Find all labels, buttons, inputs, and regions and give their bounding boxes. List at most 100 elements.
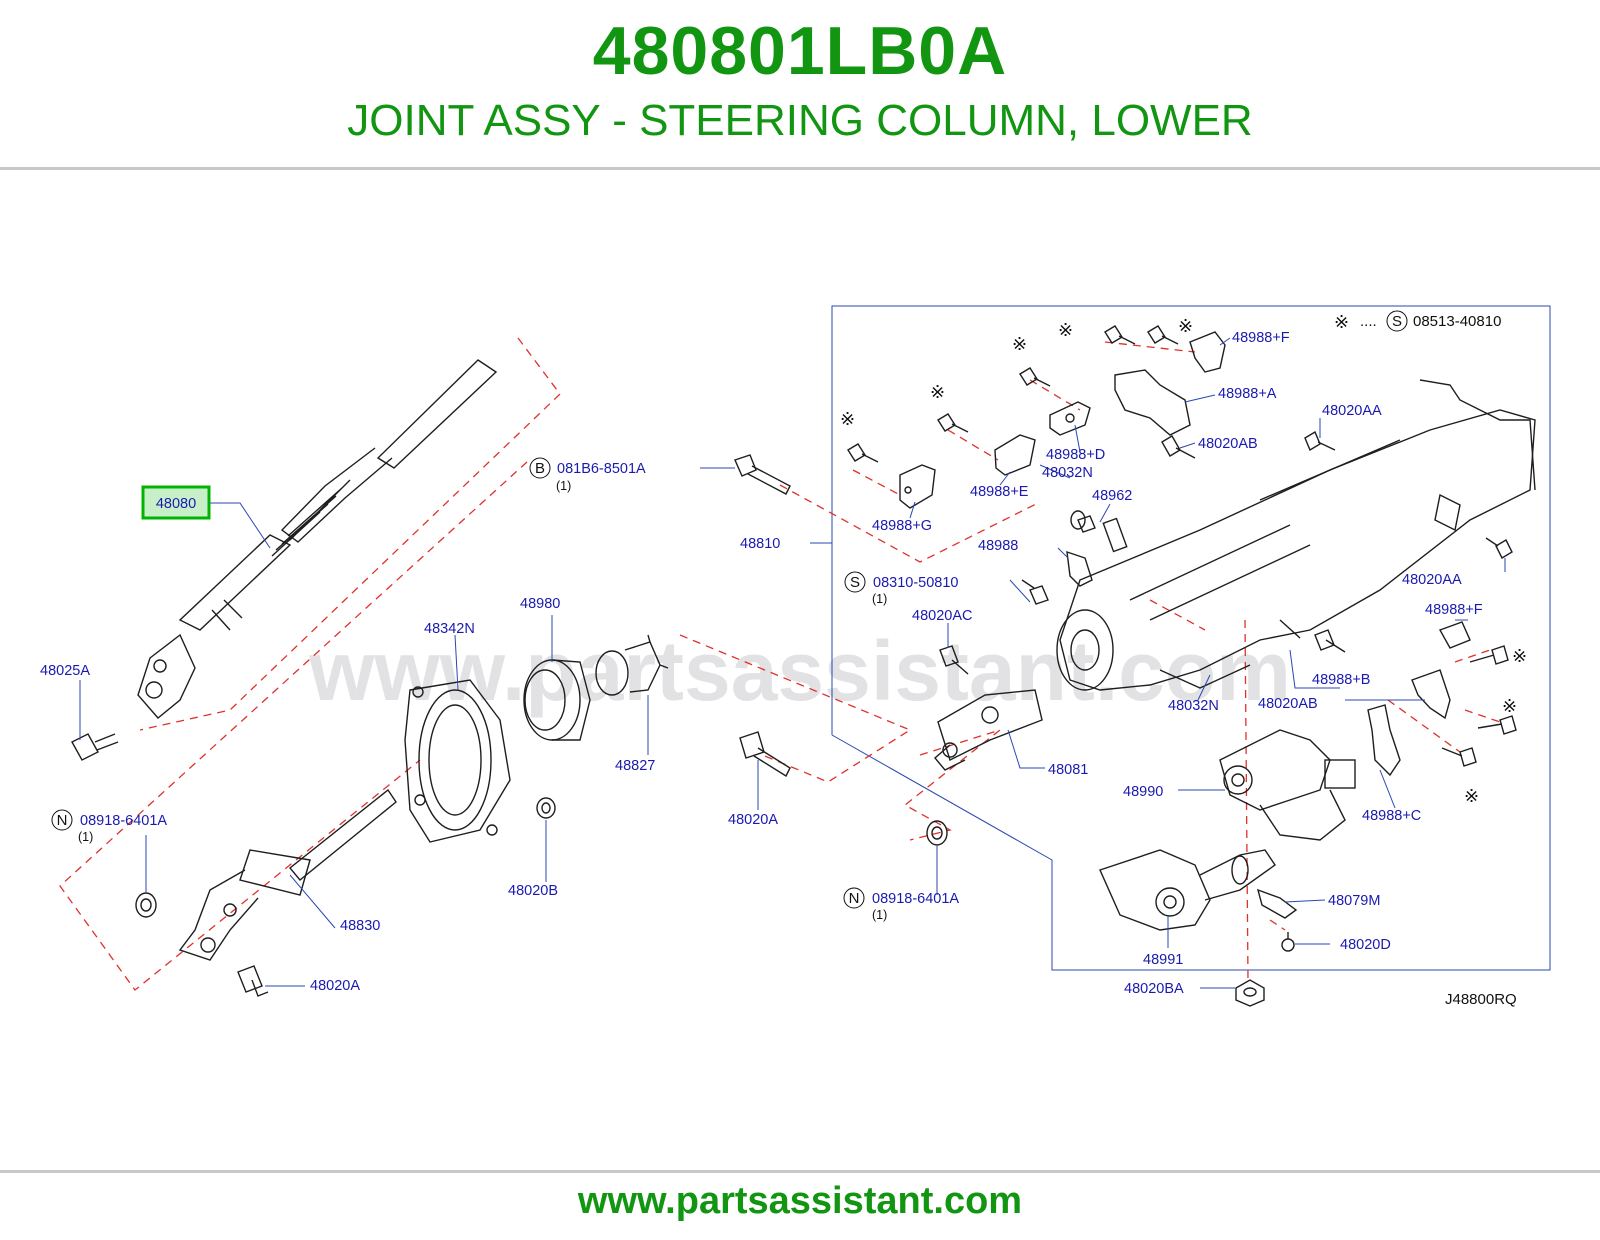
- footer-divider: [0, 1170, 1600, 1173]
- label-48988F-right[interactable]: 48988+F: [1425, 602, 1483, 618]
- marker-symbol: ※: [1012, 334, 1027, 354]
- label-081B6[interactable]: 081B6-8501A: [557, 461, 646, 477]
- assembly-frame: [831, 305, 1551, 971]
- label-48827[interactable]: 48827: [615, 758, 655, 774]
- label-48991[interactable]: 48991: [1143, 952, 1183, 968]
- label-08918-mid[interactable]: 08918-6401A: [872, 891, 959, 907]
- part-number-title: 480801LB0A: [592, 13, 1008, 89]
- legend-symbol: ※: [1334, 312, 1349, 332]
- legend-circle: [1386, 310, 1408, 332]
- highlight-48080[interactable]: [141, 485, 211, 520]
- marker-symbol: ※: [840, 409, 855, 429]
- actuator-48990: [1219, 729, 1356, 841]
- clip-48827: [595, 634, 669, 696]
- exploded-view-svg: www.partsassistant.com: [40, 305, 1551, 1008]
- marker-symbol: ※: [1502, 696, 1517, 716]
- label-48990[interactable]: 48990: [1123, 784, 1163, 800]
- brackets-48988: [899, 331, 1471, 777]
- label-48342N[interactable]: 48342N: [424, 621, 475, 637]
- label-48020AB-bot[interactable]: 48020AB: [1258, 696, 1318, 712]
- legend: ※ .... S 08513-40810: [1334, 310, 1501, 332]
- legend-part: 08513-40810: [1413, 313, 1501, 330]
- label-48988[interactable]: 48988: [978, 538, 1018, 554]
- bolt-48020A-left: [237, 965, 269, 997]
- label-48988C[interactable]: 48988+C: [1362, 808, 1421, 824]
- label-48020A-left[interactable]: 48020A: [310, 978, 360, 994]
- label-48020AA-top[interactable]: 48020AA: [1322, 403, 1382, 419]
- label-48020AA-right[interactable]: 48020AA: [1402, 572, 1462, 588]
- label-48988E[interactable]: 48988+E: [970, 484, 1029, 500]
- label-48032N-bot[interactable]: 48032N: [1168, 698, 1219, 714]
- marker-symbols: ※ ※ ※ ※ ※ ※ ※ ※: [840, 316, 1527, 806]
- label-48020A-mid[interactable]: 48020A: [728, 812, 778, 828]
- label-08918-left[interactable]: 08918-6401A: [80, 813, 167, 829]
- bracket-48079M: [1256, 888, 1298, 919]
- dashed-guides: [59, 337, 1501, 991]
- label-48980[interactable]: 48980: [520, 596, 560, 612]
- bolts-marked: [847, 325, 1517, 767]
- label-48079M[interactable]: 48079M: [1328, 893, 1380, 909]
- bolt-48025A: [71, 733, 119, 761]
- part-name-subtitle: JOINT ASSY - STEERING COLUMN, LOWER: [347, 96, 1253, 145]
- parts-diagram: www.partsassistant.com: [0, 290, 1600, 1050]
- marker-symbol: ※: [1058, 320, 1073, 340]
- circle-letter-N-left: N: [57, 812, 68, 829]
- marker-symbol: ※: [1178, 316, 1193, 336]
- header-divider: [0, 167, 1600, 170]
- qty-08310: (1): [872, 592, 887, 606]
- nut-08918-mid: [926, 820, 948, 846]
- circle-B: [529, 457, 551, 479]
- column-assembly-48810: [1056, 379, 1536, 691]
- joint-48081: [934, 689, 1043, 771]
- bolt-48020A-mid: [739, 731, 791, 778]
- label-48020B[interactable]: 48020B: [508, 883, 558, 899]
- label-48080[interactable]: 48080: [156, 496, 196, 512]
- bearing-48342N: [404, 679, 511, 843]
- footer-url[interactable]: www.partsassistant.com: [577, 1180, 1023, 1222]
- marker-symbol: ※: [1512, 646, 1527, 666]
- label-48988F-top[interactable]: 48988+F: [1232, 330, 1290, 346]
- actuator-48991: [1099, 849, 1276, 931]
- qty-08918-left: (1): [78, 830, 93, 844]
- label-48988A[interactable]: 48988+A: [1218, 386, 1277, 402]
- label-48020BA[interactable]: 48020BA: [1124, 981, 1184, 997]
- nut-48020BA: [1235, 979, 1265, 1007]
- legend-dots: ....: [1360, 313, 1377, 330]
- marker-symbol: ※: [930, 382, 945, 402]
- label-48020AC[interactable]: 48020AC: [912, 608, 972, 624]
- label-08310[interactable]: 08310-50810: [873, 575, 958, 591]
- qty-08918-mid: (1): [872, 908, 887, 922]
- circle-letter-N-mid: N: [849, 890, 860, 907]
- label-48020D[interactable]: 48020D: [1340, 937, 1391, 953]
- circle-N-mid: [843, 887, 865, 909]
- label-48032N-top[interactable]: 48032N: [1042, 465, 1093, 481]
- spacer-48962: [1070, 510, 1086, 530]
- circle-letter-B: B: [535, 460, 545, 477]
- page-header: 480801LB0A JOINT ASSY - STEERING COLUMN,…: [0, 0, 1600, 168]
- label-48810[interactable]: 48810: [740, 536, 780, 552]
- qty-081B6: (1): [556, 479, 571, 493]
- label-48962[interactable]: 48962: [1092, 488, 1132, 504]
- label-48988B[interactable]: 48988+B: [1312, 672, 1370, 688]
- label-48020AB-top[interactable]: 48020AB: [1198, 436, 1258, 452]
- label-48988D[interactable]: 48988+D: [1046, 447, 1105, 463]
- shaft-48080: [137, 359, 498, 719]
- label-48830[interactable]: 48830: [340, 918, 380, 934]
- bolt-48020D: [1281, 932, 1295, 952]
- bolt-081B6: [734, 454, 791, 495]
- circle-letter-S-mid: S: [850, 574, 860, 591]
- label-48025A[interactable]: 48025A: [40, 663, 90, 679]
- circle-N-left: [51, 809, 73, 831]
- boot-48980: [523, 659, 591, 741]
- legend-circle-letter: S: [1392, 313, 1402, 330]
- circle-S-mid: [844, 571, 866, 593]
- leader-lines: [79, 337, 1506, 989]
- marker-symbol: ※: [1464, 786, 1479, 806]
- shaft-48830: [178, 788, 397, 961]
- watermark-text: www.partsassistant.com: [308, 624, 1291, 718]
- label-48081[interactable]: 48081: [1048, 762, 1088, 778]
- reference-code: J48800RQ: [1445, 991, 1517, 1008]
- part-labels: 48080 48025A N 08918-6401A (1) 48830 480…: [40, 330, 1517, 1008]
- label-48988G[interactable]: 48988+G: [872, 518, 932, 534]
- nut-08918-left: [135, 892, 157, 918]
